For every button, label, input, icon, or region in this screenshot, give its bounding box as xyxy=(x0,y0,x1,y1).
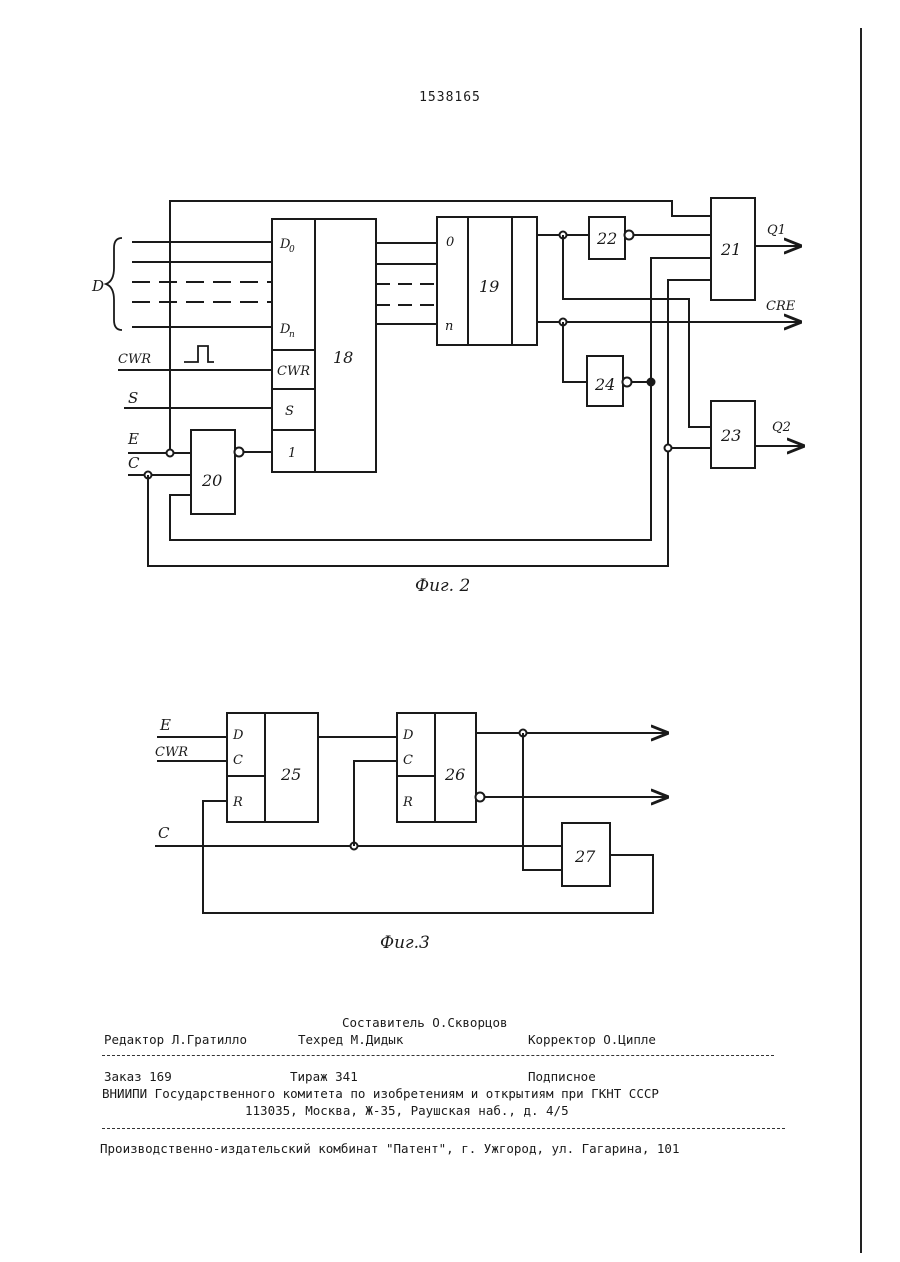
imprint-vniipi: ВНИИПИ Государственного комитета по изоб… xyxy=(102,1086,659,1101)
imprint-print-run: Тираж 341 xyxy=(290,1069,358,1084)
imprint-subscription: Подписное xyxy=(528,1069,596,1084)
imprint-techred: Техред М.Дидык xyxy=(298,1032,403,1047)
imprint-rule-bottom xyxy=(102,1128,785,1129)
imprint-corrector: Корректор О.Ципле xyxy=(528,1032,656,1047)
imprint-order: Заказ 169 xyxy=(104,1069,172,1084)
imprint-address: 113035, Москва, Ж-35, Раушская наб., д. … xyxy=(245,1103,569,1118)
imprint-plant: Производственно-издательский комбинат "П… xyxy=(100,1141,679,1156)
imprint-rule-top xyxy=(102,1055,774,1056)
imprint-editor: Редактор Л.Гратилло xyxy=(104,1032,247,1047)
imprint-compiler: Составитель О.Скворцов xyxy=(342,1015,508,1030)
